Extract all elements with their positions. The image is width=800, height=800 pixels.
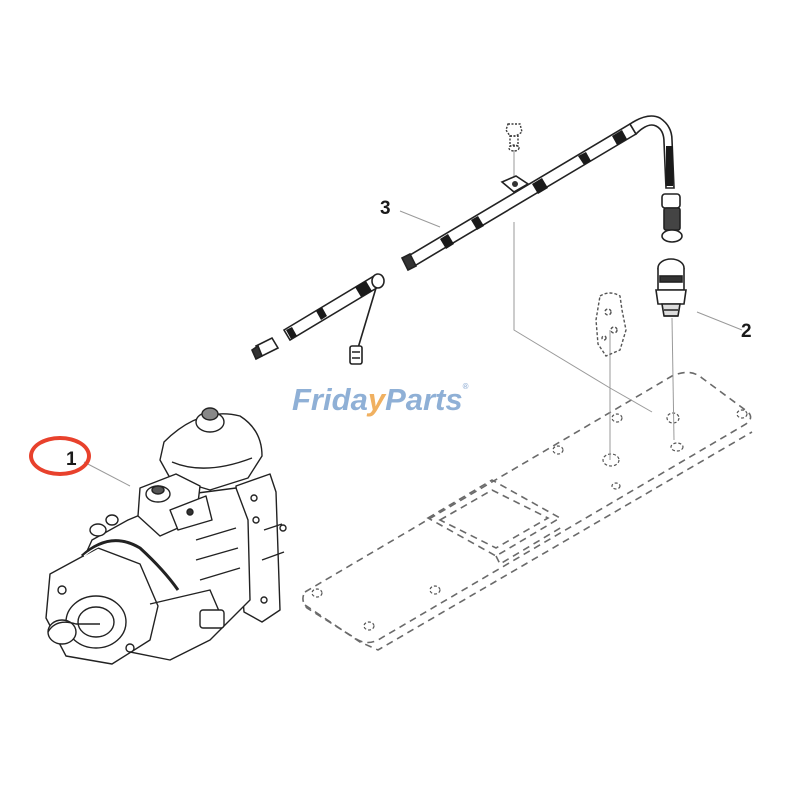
- watermark-text-left: Frid: [292, 382, 351, 417]
- mounting-plate-dashed: [302, 371, 753, 651]
- registered-mark-icon: ®: [462, 382, 469, 391]
- gasket-part: [595, 292, 627, 357]
- bolt-part: [505, 123, 523, 152]
- sensor-part: [655, 258, 687, 317]
- callout-2[interactable]: 2: [741, 321, 752, 342]
- watermark-text-mid: a: [350, 382, 368, 417]
- fuel-injection-pump: [45, 407, 287, 665]
- callout-3[interactable]: 3: [380, 198, 391, 219]
- watermark-logo: FridayParts®: [292, 382, 469, 418]
- watermark-text-right: Parts: [385, 382, 463, 417]
- wiring-harness: [400, 115, 683, 272]
- checkmark-icon: y: [367, 382, 386, 417]
- callout-1[interactable]: 1: [66, 449, 77, 470]
- highlight-ring: [29, 436, 91, 476]
- plate-holes: [311, 409, 748, 631]
- harness-branch: [250, 273, 385, 365]
